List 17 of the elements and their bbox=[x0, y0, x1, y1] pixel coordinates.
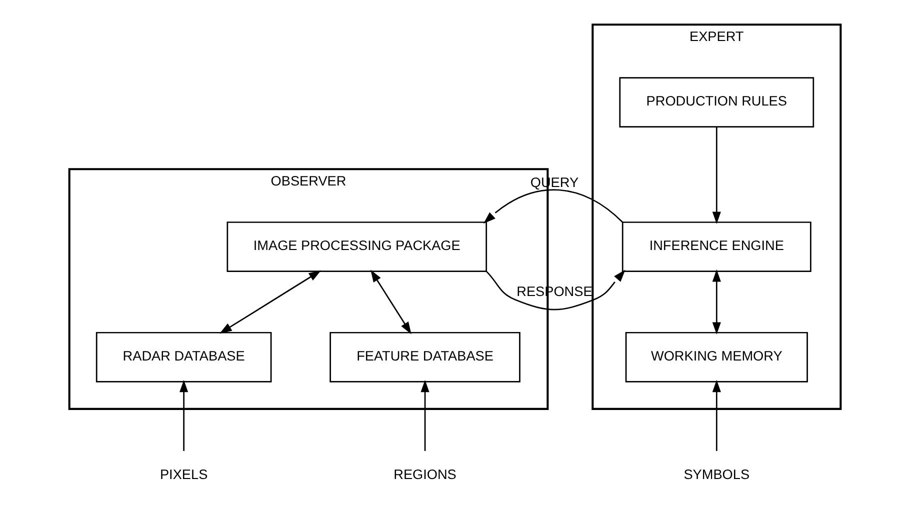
node-text: SYMBOLS bbox=[683, 467, 750, 482]
node-box: RADAR DATABASE bbox=[95, 332, 272, 382]
node-box: PRODUCTION RULES bbox=[618, 77, 814, 128]
node-box: INFERENCE ENGINE bbox=[621, 222, 811, 272]
arrow bbox=[219, 270, 321, 334]
arrow bbox=[179, 380, 188, 451]
arrow bbox=[482, 189, 623, 224]
node-text: REGIONS bbox=[393, 467, 456, 482]
arrow bbox=[712, 127, 720, 224]
arrow bbox=[420, 380, 429, 451]
arrow bbox=[712, 380, 720, 451]
node-box: IMAGE PROCESSING PACKAGE bbox=[226, 222, 487, 272]
arrow bbox=[370, 270, 411, 334]
node-box: FEATURE DATABASE bbox=[329, 332, 520, 382]
node-box: WORKING MEMORY bbox=[624, 332, 808, 382]
node-text: PIXELS bbox=[159, 467, 208, 482]
arrow bbox=[712, 269, 720, 335]
